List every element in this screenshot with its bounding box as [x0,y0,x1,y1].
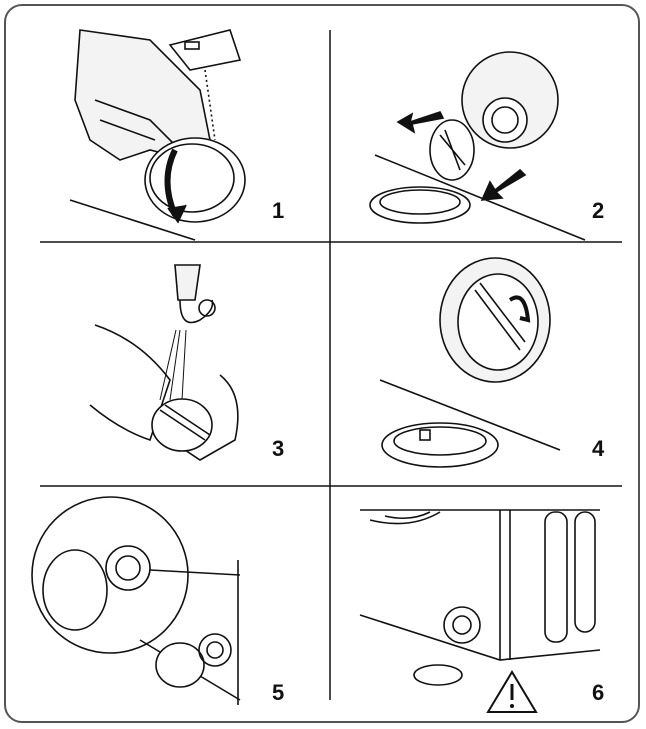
panel-2-illustration [370,52,585,240]
step-number-6: 6 [592,680,604,706]
panel-6-illustration [360,510,600,685]
step-number-1: 1 [272,198,284,224]
panel-1-illustration [70,30,245,240]
panel-5-illustration [32,497,240,705]
panel-4-illustration [380,258,560,467]
step-number-5: 5 [272,680,284,706]
step-number-2: 2 [592,198,604,224]
warning-triangle-icon [488,672,536,712]
panel-3-illustration [90,265,238,460]
step-number-4: 4 [592,436,604,462]
step-number-3: 3 [272,436,284,462]
